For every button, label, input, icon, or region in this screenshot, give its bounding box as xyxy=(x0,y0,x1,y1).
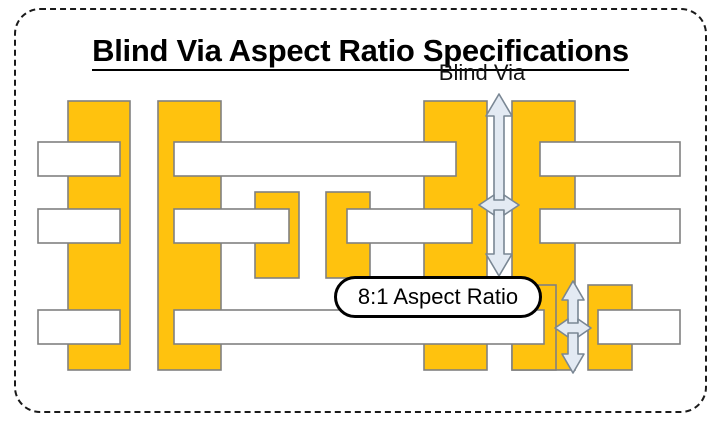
bar-right-bot xyxy=(597,309,681,345)
page-title: Blind Via Aspect Ratio Specifications xyxy=(0,32,721,71)
bar-core-mid xyxy=(173,208,290,244)
bar-right-mid xyxy=(539,208,681,244)
via-depth-arrow-main xyxy=(485,93,513,277)
bar-right-top xyxy=(539,141,681,177)
bar-left-top xyxy=(37,141,121,177)
page-title-text: Blind Via Aspect Ratio Specifications xyxy=(92,32,629,71)
aspect-ratio-callout: 8:1 Aspect Ratio xyxy=(334,276,542,318)
blind-via-label: Blind Via xyxy=(438,60,526,85)
via-width-arrow-main xyxy=(478,194,520,216)
bar-left-mid xyxy=(37,208,121,244)
via-width-arrow-small xyxy=(554,318,592,338)
bar-core-top xyxy=(173,141,457,177)
bar-mid-span xyxy=(346,208,473,244)
bar-left-bot xyxy=(37,309,121,345)
slide-frame xyxy=(14,8,707,413)
